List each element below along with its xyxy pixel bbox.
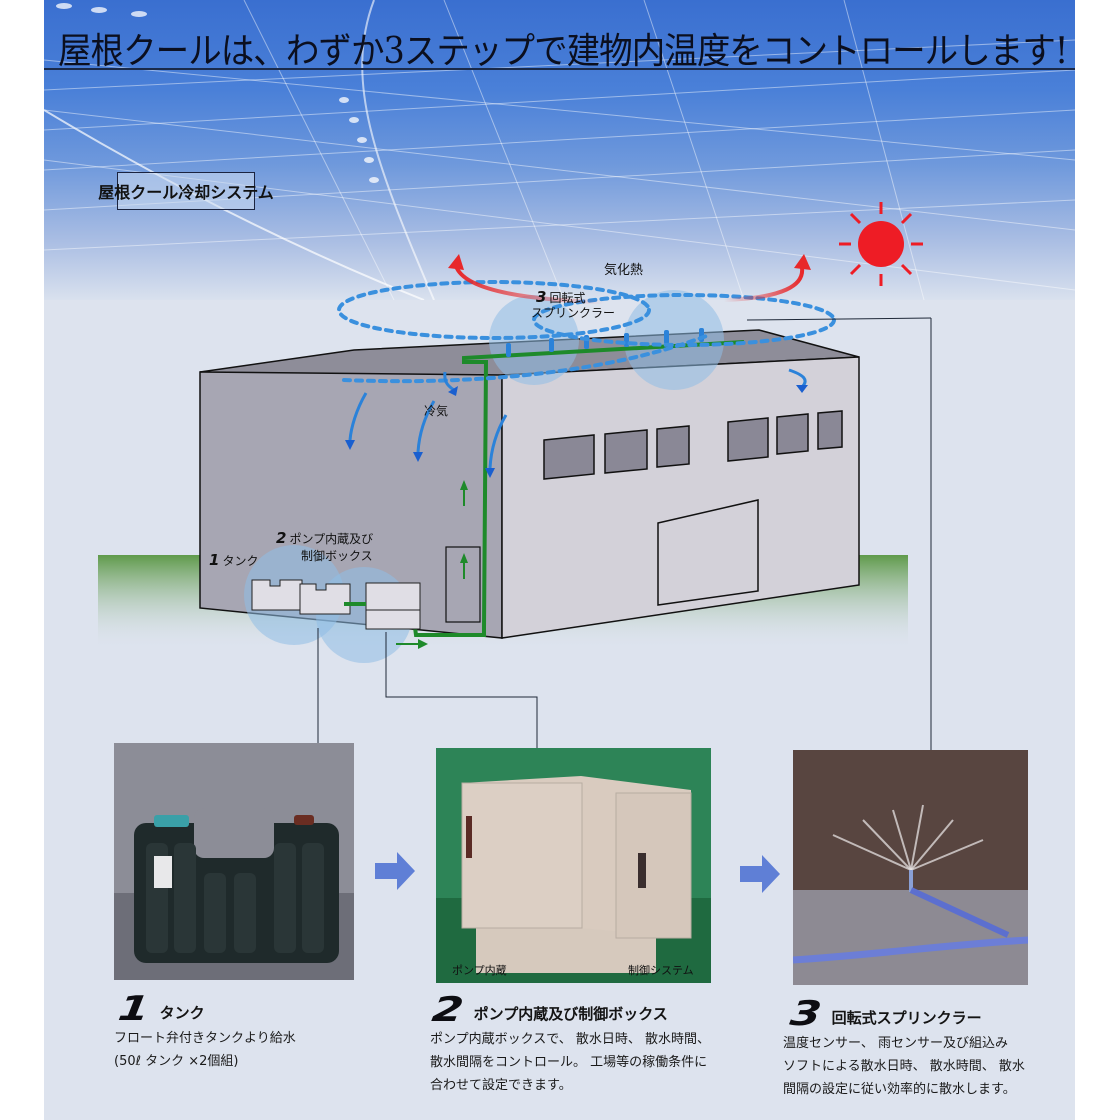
cooling-system-diagram bbox=[98, 202, 932, 750]
flow-arrows bbox=[396, 480, 468, 649]
cool-air-label: 冷気 bbox=[424, 404, 449, 418]
heat-arrow-right bbox=[723, 267, 805, 302]
sun-icon bbox=[839, 202, 923, 286]
water-pipe bbox=[412, 340, 745, 637]
step-2-desc-line: 散水間隔をコントロール。 工場等の稼働条件に bbox=[430, 1055, 708, 1070]
step-2-title: ポンプ内蔵及び制御ボックス bbox=[473, 1005, 668, 1023]
step-1-heading: 1 タンク bbox=[116, 989, 205, 1029]
step-1-desc-line: (50ℓ タンク ×2個組) bbox=[114, 1054, 239, 1069]
pump-callout-label: ポンプ内蔵 bbox=[452, 964, 507, 977]
tank-photo bbox=[114, 743, 354, 980]
step-1-desc-line: フロート弁付きタンクより給水 bbox=[114, 1031, 296, 1046]
step-3-desc-line: 間隔の設定に従い効率的に散水します。 bbox=[783, 1082, 1016, 1097]
step-2-desc-line: 合わせて設定できます。 bbox=[430, 1078, 572, 1093]
evaporation-heat-label: 気化熱 bbox=[604, 263, 644, 278]
pump-label-line2: 制御ボックス bbox=[301, 549, 373, 563]
step-2-description: ポンプ内蔵ボックスで、 散水日時、 散水時間、 散水間隔をコントロール。 工場等… bbox=[430, 1028, 710, 1097]
spray-pattern bbox=[337, 280, 836, 384]
step-3-description: 温度センサー、 雨センサー及び組込み ソフトによる散水日時、 散水時間、 散水 … bbox=[783, 1032, 1025, 1101]
sprinkler-label-num: 3 bbox=[536, 288, 547, 306]
step-3-title: 回転式スプリンクラー bbox=[831, 1009, 982, 1027]
step-3-number: 3 bbox=[787, 994, 825, 1034]
tank-illustrations bbox=[251, 579, 351, 615]
callout-lines bbox=[317, 317, 932, 750]
sprinkler-photo bbox=[793, 750, 1028, 985]
headline-divider bbox=[44, 68, 1075, 70]
tank-label-num: 1 bbox=[209, 551, 220, 569]
tank-label-text: タンク bbox=[222, 554, 259, 568]
page-headline: 屋根クールは、わずか3ステップで建物内温度をコントロールします! bbox=[58, 31, 1068, 72]
building-door bbox=[657, 499, 759, 606]
step-3-desc-line: 温度センサー、 雨センサー及び組込み bbox=[783, 1036, 1009, 1051]
pump-label-num: 2 bbox=[276, 529, 287, 547]
heat-arrow-left bbox=[454, 265, 605, 304]
step-2-heading: 2 ポンプ内蔵及び制御ボックス bbox=[430, 990, 668, 1030]
step-3-heading: 3 回転式スプリンクラー bbox=[788, 994, 982, 1034]
section-label-text: 屋根クール冷却システム bbox=[98, 183, 274, 202]
pump-label-line1: ポンプ内蔵及び bbox=[289, 532, 374, 546]
sky-banner bbox=[44, 0, 1075, 300]
control-callout-label: 制御システム bbox=[628, 964, 694, 977]
pump-box-illustration bbox=[365, 582, 421, 630]
sprinkler-label-line1: 回転式 bbox=[549, 291, 586, 305]
step-2-desc-line: ポンプ内蔵ボックスで、 散水日時、 散水時間、 bbox=[430, 1032, 710, 1047]
building-windows bbox=[543, 410, 843, 480]
step-2-number: 2 bbox=[429, 990, 467, 1030]
sprinkler-label-line2: スプリンクラー bbox=[531, 306, 616, 320]
step-1-number: 1 bbox=[115, 989, 153, 1029]
step-1-description: フロート弁付きタンクより給水 (50ℓ タンク ×2個組) bbox=[114, 1027, 296, 1073]
step-1-title: タンク bbox=[159, 1004, 205, 1022]
brochure-page: 屋根クールは、わずか3ステップで建物内温度をコントロールします! 屋根クール冷却… bbox=[44, 0, 1075, 1120]
section-label-box: 屋根クール冷却システム bbox=[98, 172, 274, 210]
step-3-desc-line: ソフトによる散水日時、 散水時間、 散水 bbox=[783, 1059, 1025, 1074]
pump-box-photo: ポンプ内蔵 制御システム bbox=[436, 748, 711, 983]
step-arrow-icon bbox=[375, 852, 415, 890]
building-front-wall bbox=[501, 356, 860, 639]
step-arrow-icon bbox=[740, 855, 780, 893]
